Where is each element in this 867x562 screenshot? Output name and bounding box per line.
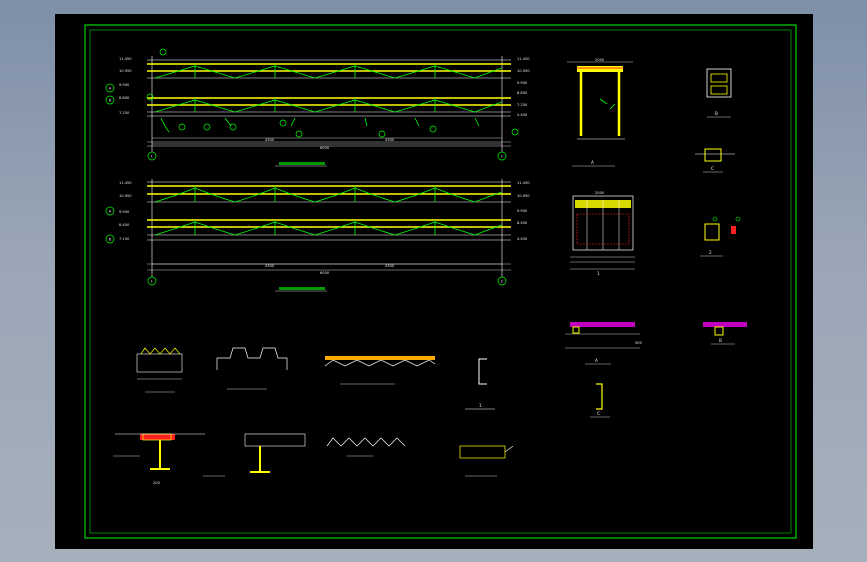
detail-c-channel — [465, 358, 495, 410]
elev-label: 10.950 — [119, 194, 132, 198]
detail-slab-section-2 — [703, 322, 747, 345]
dimension-text: 6000 — [320, 271, 330, 275]
axis-label: 1 — [151, 154, 153, 158]
section-mark: 2 — [709, 250, 712, 255]
deck-profile-2 — [324, 356, 436, 385]
detail-portal — [567, 61, 633, 167]
elev-label: 8.400 — [119, 223, 130, 227]
section-mark: A — [595, 358, 598, 363]
elev-label: 11.450 — [119, 181, 132, 185]
detail-bracket-1 — [695, 148, 735, 173]
dimension-text: 4300 — [265, 264, 275, 268]
elev-label: 11.450 — [119, 57, 132, 61]
dimension-text: 500 — [635, 341, 643, 345]
deck-edge-detail — [459, 445, 514, 477]
elev-label: 4.450 — [517, 237, 528, 241]
axis-label: 2 — [501, 279, 503, 283]
section-mark: 1 — [597, 271, 600, 276]
elev-label: 8.800 — [517, 91, 528, 95]
axis-label: B — [109, 237, 112, 241]
axis-label: A — [109, 209, 112, 213]
detail-slab-section-1 — [565, 322, 640, 365]
axis-label: 1 — [151, 279, 153, 283]
detail-c-section — [590, 383, 610, 418]
detail-bracket-2 — [700, 216, 741, 257]
drawing-sheet: 11.450 10.950 9.900 8.800 7.250 11.450 1… — [55, 14, 813, 549]
axis-label: 2 — [501, 154, 503, 158]
elev-label: 7.150 — [119, 237, 130, 241]
section-mark: 1 — [479, 403, 482, 408]
axis-label: A — [109, 86, 112, 90]
elev-label: 9.900 — [517, 81, 528, 85]
elev-label: 7.250 — [517, 103, 528, 107]
dimension-text: 2000 — [595, 58, 605, 62]
cad-drawing: 11.450 10.950 9.900 8.800 7.250 11.450 1… — [84, 24, 797, 539]
dimension-text: 6000 — [320, 146, 330, 150]
elevation-2 — [105, 179, 511, 292]
outer-frame — [84, 24, 797, 539]
deck-detail-1 — [136, 347, 183, 393]
dimension-text: 4300 — [265, 138, 275, 142]
elev-label: 11.450 — [517, 181, 530, 185]
section-mark: C — [711, 166, 714, 171]
dimension-text: 200 — [153, 481, 161, 485]
detail-box-section — [706, 68, 732, 118]
elev-label: 10.950 — [517, 194, 530, 198]
elev-label: 5.400 — [517, 113, 528, 117]
dimension-text: 4300 — [385, 138, 395, 142]
deck-profile-1 — [216, 347, 288, 390]
slab-beam-detail-2 — [203, 433, 306, 477]
elev-label: 9.900 — [517, 209, 528, 213]
deck-profile-3 — [326, 437, 406, 457]
dimension-text: 2000 — [595, 191, 605, 195]
elev-label: 10.950 — [517, 69, 530, 73]
section-mark: B — [715, 111, 718, 116]
section-mark: B — [719, 338, 722, 343]
elev-label: 9.900 — [119, 210, 130, 214]
axis-label: B — [109, 98, 112, 102]
section-mark: A — [591, 160, 594, 165]
elev-label: 9.900 — [119, 83, 130, 87]
elev-label: 8.400 — [517, 221, 528, 225]
slab-beam-detail-1 — [113, 433, 205, 470]
elev-label: 11.450 — [517, 57, 530, 61]
dimension-text: 4300 — [385, 264, 395, 268]
elev-label: 8.800 — [119, 96, 130, 100]
elevation-1 — [105, 48, 519, 167]
section-mark: C — [597, 411, 600, 416]
detail-plan-grid — [570, 195, 635, 270]
elev-label: 10.950 — [119, 69, 132, 73]
elev-label: 7.250 — [119, 111, 130, 115]
inner-frame — [89, 29, 792, 534]
